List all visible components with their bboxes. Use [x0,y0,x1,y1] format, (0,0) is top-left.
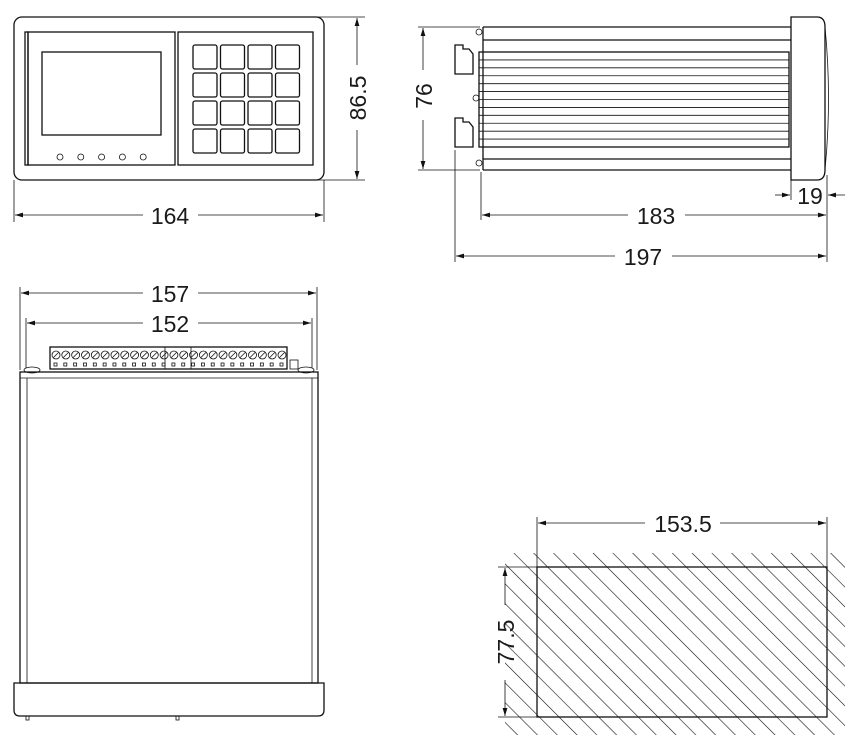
panel-cutout-view: 153.5 77.5 [493,511,845,735]
keypad-panel [177,31,314,166]
keypad [192,44,301,154]
side-height-label: 76 [411,83,437,109]
connector-lower [454,117,474,148]
keypad-key [247,72,273,98]
front-view: 164 86.5 [13,16,371,229]
cutout-height-label: 77.5 [493,620,519,665]
terminal-block [49,346,288,370]
keypad-key [219,44,246,70]
terminal-screw [100,350,110,367]
terminal-screw [179,350,189,367]
terminal-screw [120,350,130,367]
terminal-screw [51,350,61,367]
terminal-screw [81,350,90,367]
terminal-screw [159,350,169,367]
keypad-key [192,72,218,98]
terminal-screw [130,350,140,367]
terminal-screw [140,350,149,367]
keypad-key [274,128,301,154]
connector-upper [454,44,474,75]
indicator-led [139,153,147,161]
terminal-screw [267,350,277,367]
cutout-opening [536,566,828,718]
keypad-key [247,128,273,154]
terminal-screw [257,350,267,367]
terminal-screw [149,350,159,367]
terminal-screw [238,350,248,367]
keypad-key [192,100,218,126]
indicator-led [98,153,105,161]
terminal-screw [198,350,208,367]
terminal-screw [71,350,81,367]
lcd-screen [41,51,162,136]
front-bezel [13,16,325,181]
panel-hatch [505,553,845,735]
side-view: 76 19 183 197 [411,16,845,270]
top-view: 157 152 [13,281,325,721]
indicator-leds [56,153,147,161]
bezel-depth-label: 19 [797,183,823,209]
indicator-led [77,153,85,161]
keypad-key [274,44,301,70]
terminal-screw [61,350,71,367]
top-inner-width-label: 152 [151,311,189,337]
top-bezel [13,682,325,717]
terminal-screw [90,350,100,367]
terminal-screw [228,350,238,367]
keypad-key [274,100,301,126]
terminal-screws [51,350,287,367]
total-depth-label: 197 [624,244,662,270]
terminal-screw [248,350,257,367]
keypad-key [274,72,301,98]
keypad-key [247,44,273,70]
indicator-led [119,153,126,161]
terminal-screw [189,350,198,367]
keypad-key [192,44,218,70]
keypad-key [219,100,246,126]
keypad-key [219,72,246,98]
keypad-key [192,128,218,154]
front-height-label: 86.5 [345,76,371,121]
terminal-screw [218,350,228,367]
housing-top [19,371,319,684]
terminal-screw [169,350,179,367]
front-width-label: 164 [151,203,190,229]
side-bezel [790,16,826,181]
top-outer-width-label: 157 [151,281,189,307]
keypad-key [247,100,273,126]
terminal-screw [208,350,218,367]
indicator-led [56,153,64,161]
display-panel [27,31,176,166]
body-depth-label: 183 [637,203,675,229]
keypad-key [219,128,246,154]
heatsink-fins [479,59,789,140]
cutout-width-label: 153.5 [654,511,712,537]
terminal-screw [277,350,287,367]
terminal-screw [110,350,120,367]
